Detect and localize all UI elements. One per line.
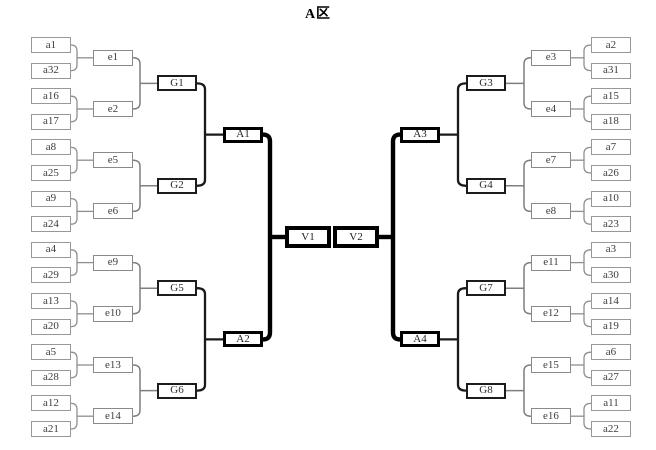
player-box-a5: a5	[31, 344, 71, 361]
connector-pair-tier2	[523, 261, 532, 315]
player-box-a32: a32	[31, 62, 71, 79]
player-box-a3: a3	[591, 241, 631, 258]
player-box-a10: a10	[591, 190, 631, 207]
connector-pair-tier1	[70, 197, 78, 225]
player-box-a19: a19	[591, 318, 631, 335]
semifinal-box-A1: A1	[223, 126, 263, 143]
player-box-a2: a2	[591, 37, 631, 53]
connector-pair-tier1	[583, 197, 592, 225]
match-box-e2: e2	[93, 101, 133, 117]
connector-pair-tier2	[132, 261, 141, 315]
player-box-a11: a11	[591, 395, 631, 412]
match-box-e10: e10	[93, 305, 133, 322]
player-box-a8: a8	[31, 139, 71, 156]
player-box-a18: a18	[591, 113, 631, 130]
player-box-a15: a15	[591, 88, 631, 105]
connector-pair-tier1	[70, 351, 78, 379]
match-box-e15: e15	[531, 357, 571, 373]
connector-pair-tier1	[583, 402, 592, 430]
final-box-V1: V1	[285, 226, 331, 248]
semifinal-box-A3: A3	[400, 126, 440, 143]
connector-pair-tier2	[523, 364, 532, 417]
player-box-a28: a28	[31, 369, 71, 386]
match-box-e1: e1	[93, 49, 133, 66]
connector-pair-tier2	[132, 364, 141, 417]
match-box-e12: e12	[531, 305, 571, 322]
player-box-a24: a24	[31, 216, 71, 233]
connector-pair-tier3	[456, 82, 467, 187]
connector-pair-tier3	[456, 287, 467, 392]
connector-pair-tier2	[132, 159, 141, 213]
connector-pair-tier1	[70, 402, 78, 430]
player-box-a13: a13	[31, 293, 71, 309]
connector-pair-tier3	[196, 82, 207, 187]
connector-pair-tier1	[70, 146, 78, 174]
player-box-a30: a30	[591, 267, 631, 284]
player-box-a7: a7	[591, 139, 631, 156]
match-box-e5: e5	[93, 152, 133, 169]
match-box-e9: e9	[93, 254, 133, 271]
connector-pair-tier4	[390, 132, 401, 342]
player-box-a17: a17	[31, 113, 71, 130]
player-box-a26: a26	[591, 165, 631, 181]
group-box-G5: G5	[157, 280, 197, 297]
final-box-V2: V2	[333, 226, 379, 248]
connector-pair-tier2	[132, 57, 141, 110]
player-box-a25: a25	[31, 165, 71, 181]
semifinal-box-A4: A4	[400, 331, 440, 348]
semifinal-box-A2: A2	[223, 331, 263, 348]
match-box-e6: e6	[93, 203, 133, 220]
group-box-G1: G1	[157, 75, 197, 92]
bracket-title: A区	[304, 7, 332, 22]
group-box-G2: G2	[157, 177, 197, 194]
player-box-a12: a12	[31, 395, 71, 412]
connector-pair-tier1	[583, 351, 592, 379]
player-box-a29: a29	[31, 267, 71, 284]
connector-pair-tier1	[70, 95, 78, 123]
group-box-G8: G8	[466, 382, 506, 399]
group-box-G7: G7	[466, 280, 506, 297]
player-box-a20: a20	[31, 318, 71, 335]
match-box-e8: e8	[531, 203, 571, 220]
match-box-e11: e11	[531, 254, 571, 271]
player-box-a16: a16	[31, 88, 71, 105]
match-box-e13: e13	[93, 357, 133, 373]
connector-pair-tier1	[583, 95, 592, 123]
connector-pair-tier1	[583, 249, 592, 277]
connector-pair-tier1	[70, 44, 78, 72]
connector-pair-tier4	[262, 132, 273, 342]
connector-pair-tier3	[196, 287, 207, 392]
player-box-a27: a27	[591, 369, 631, 386]
player-box-a14: a14	[591, 293, 631, 309]
match-box-e7: e7	[531, 152, 571, 169]
player-box-a4: a4	[31, 241, 71, 258]
connector-pair-tier2	[523, 159, 532, 213]
player-box-a31: a31	[591, 62, 631, 79]
match-box-e14: e14	[93, 408, 133, 425]
player-box-a23: a23	[591, 216, 631, 233]
connector-pair-tier1	[70, 249, 78, 277]
player-box-a6: a6	[591, 344, 631, 361]
player-box-a21: a21	[31, 421, 71, 437]
match-box-e16: e16	[531, 408, 571, 425]
connector-pair-tier2	[523, 57, 532, 110]
group-box-G4: G4	[466, 177, 506, 194]
connector-pair-tier1	[583, 44, 592, 72]
connector-pair-tier1	[583, 300, 592, 328]
player-box-a22: a22	[591, 421, 631, 437]
group-box-G3: G3	[466, 75, 506, 92]
connector-pair-tier1	[583, 146, 592, 174]
match-box-e4: e4	[531, 101, 571, 117]
player-box-a9: a9	[31, 190, 71, 207]
player-box-a1: a1	[31, 37, 71, 53]
match-box-e3: e3	[531, 49, 571, 66]
connector-pair-tier1	[70, 300, 78, 328]
group-box-G6: G6	[157, 382, 197, 399]
